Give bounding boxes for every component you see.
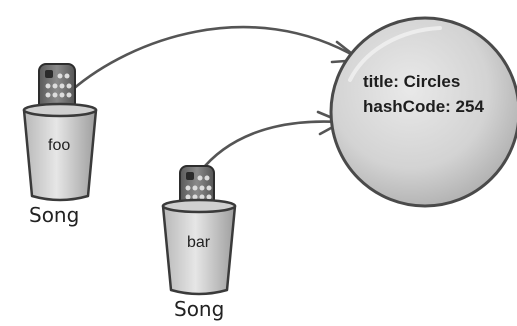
cup-icon (22, 102, 98, 202)
variable-name-foo: foo (48, 137, 70, 154)
cup-icon (161, 198, 237, 296)
arrow-bar-to-object (198, 110, 344, 174)
variable-name-bar: bar (187, 234, 211, 251)
type-label-foo: Song (29, 203, 79, 227)
reference-cup-bar: bar Song (161, 165, 237, 321)
object-title-text: title: Circles (363, 72, 460, 91)
arrow-foo-to-object (70, 25, 362, 92)
object-ball (329, 16, 517, 208)
object-hashcode-text: hashCode: 254 (363, 97, 484, 116)
reference-cup-foo: foo Song (22, 63, 98, 227)
type-label-bar: Song (174, 297, 224, 321)
song-object: title: Circles hashCode: 254 (329, 16, 517, 208)
